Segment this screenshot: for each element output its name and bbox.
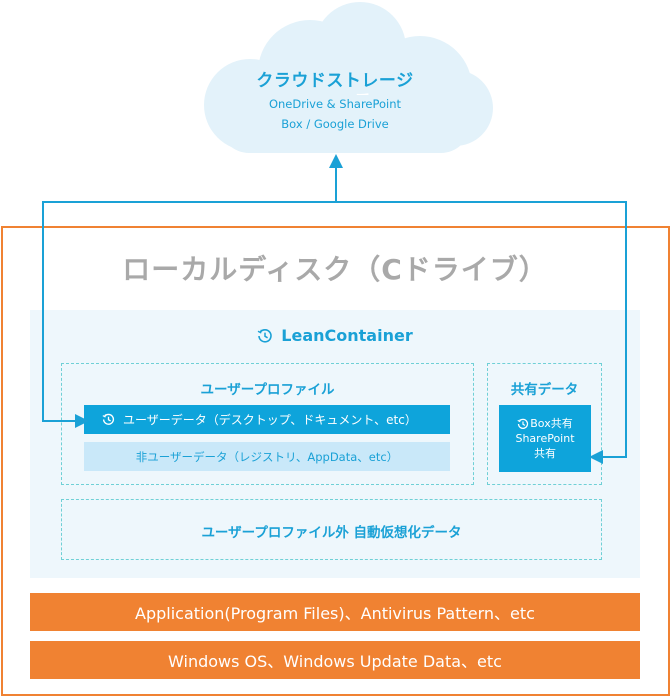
user-data-label: ユーザーデータ（デスクトップ、ドキュメント、etc）: [123, 413, 417, 427]
user-profile-title: ユーザープロファイル: [200, 382, 335, 398]
shared-data-block: Box共有 SharePoint 共有: [499, 405, 591, 472]
history-icon: [517, 418, 529, 429]
shared-data-title: 共有データ: [510, 382, 579, 398]
user-data-bar: ユーザーデータ（デスクトップ、ドキュメント、etc）: [84, 405, 450, 434]
cloud-provider-line-2: Box / Google Drive: [281, 117, 389, 131]
cloud-provider-line-1: OneDrive & SharePoint: [268, 97, 402, 111]
lean-container-title: LeanContainer: [281, 326, 413, 345]
lean-container-header: LeanContainer: [230, 326, 440, 345]
cloud-storage-title: クラウドストレージ: [256, 71, 414, 91]
shared-data-line-1: Box共有: [530, 417, 573, 430]
local-disk-title: ローカルディスク（Cドライブ）: [122, 253, 548, 286]
outside-profile-title: ユーザープロファイル外 自動仮想化データ: [201, 525, 462, 541]
shared-data-line-3: 共有: [534, 447, 556, 460]
history-icon: [257, 328, 273, 343]
non-user-data-bar: 非ユーザーデータ（レジストリ、AppData、etc）: [84, 442, 450, 471]
outside-profile-box: [61, 499, 602, 560]
os-layer-label: Windows OS、Windows Update Data、etc: [168, 652, 502, 671]
cloud-shape: [204, 2, 493, 153]
os-layer-bar: Windows OS、Windows Update Data、etc: [30, 641, 640, 679]
application-layer-bar: Application(Program Files)、Antivirus Pat…: [30, 593, 640, 631]
application-layer-label: Application(Program Files)、Antivirus Pat…: [135, 604, 535, 623]
non-user-data-label: 非ユーザーデータ（レジストリ、AppData、etc）: [135, 449, 399, 464]
history-icon: [102, 413, 115, 425]
shared-data-line-2: SharePoint: [515, 432, 575, 445]
